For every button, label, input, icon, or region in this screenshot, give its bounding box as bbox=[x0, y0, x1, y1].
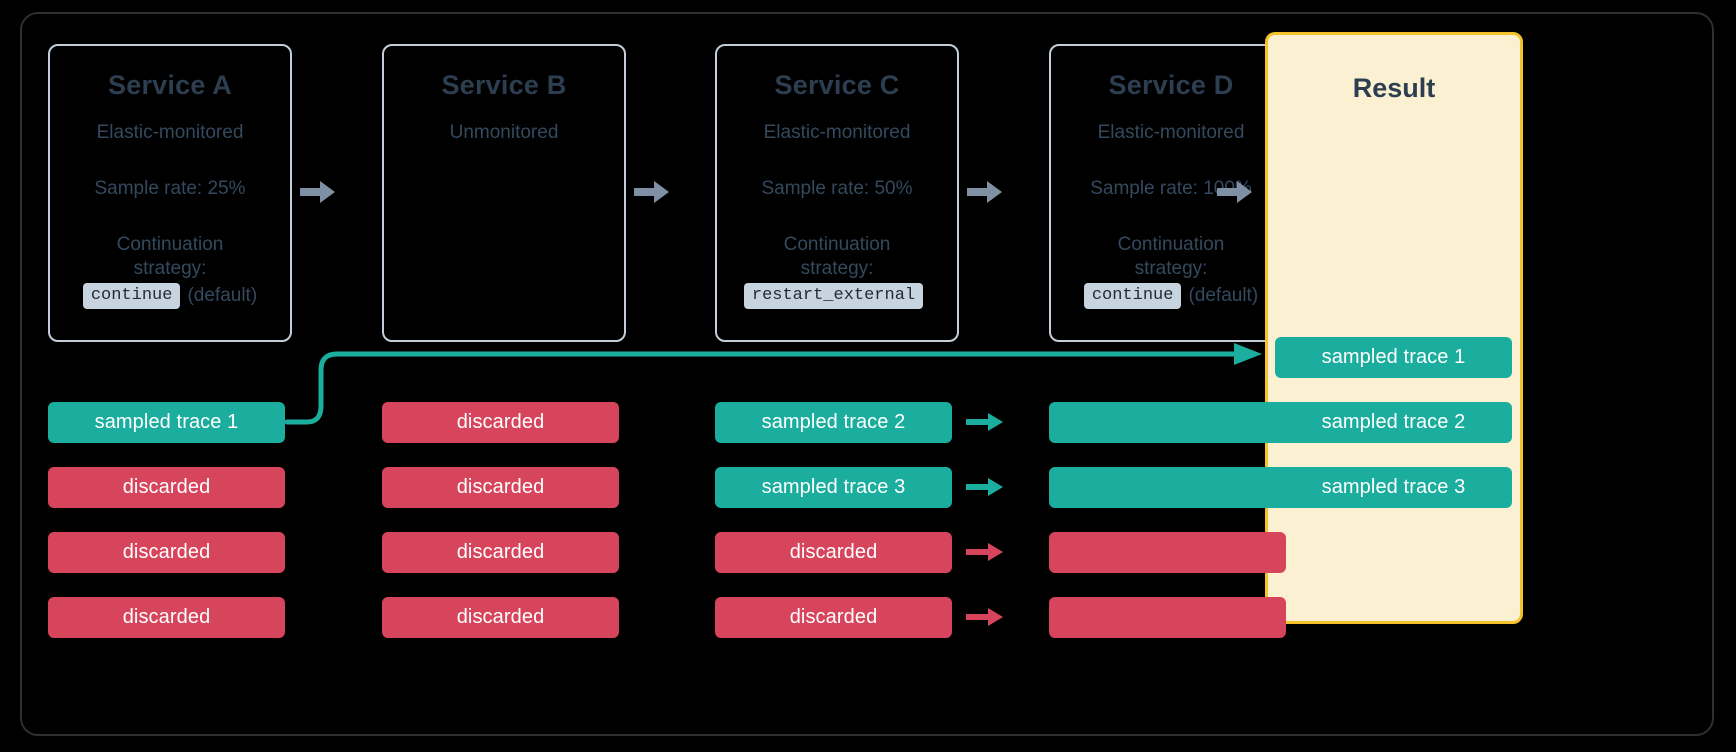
arrow-d2-to-result-icon bbox=[1218, 478, 1255, 496]
service-monitoring-status: Elastic-monitored bbox=[96, 122, 244, 143]
trace-block-c-1: sampled trace 2 bbox=[715, 402, 952, 443]
arrow-c1-to-d1-icon bbox=[966, 413, 1003, 431]
result-trace-block-3: sampled trace 3 bbox=[1275, 467, 1512, 508]
arrow-c4-to-d4-icon bbox=[966, 608, 1003, 626]
trace-block-b-4: discarded bbox=[382, 597, 619, 638]
arrow-b-to-c-icon bbox=[634, 181, 669, 203]
result-panel-title: Result bbox=[1352, 73, 1436, 103]
service-card-b: Service B Unmonitored bbox=[382, 44, 626, 342]
result-panel: Result bbox=[1265, 32, 1523, 624]
service-sample-rate: Sample rate: 25% bbox=[94, 178, 246, 199]
strategy-code-chip: continue bbox=[82, 283, 181, 309]
arrow-c-to-d-icon bbox=[967, 181, 1002, 203]
trace-block-a-3: discarded bbox=[48, 532, 285, 573]
trace-block-c-4: discarded bbox=[715, 597, 952, 638]
service-strategy-row: restart_external bbox=[717, 283, 957, 309]
service-strategy-label-line2: strategy: bbox=[133, 258, 207, 279]
arrow-c3-to-d3-icon bbox=[966, 543, 1003, 561]
service-strategy-label-line1: Continuation bbox=[1117, 234, 1225, 255]
strategy-code-chip: continue bbox=[1083, 283, 1182, 309]
service-strategy-label-line2: strategy: bbox=[800, 258, 874, 279]
diagram-frame: Service A Elastic-monitored Sample rate:… bbox=[20, 12, 1714, 736]
service-strategy-label-line1: Continuation bbox=[116, 234, 224, 255]
trace-block-d-4 bbox=[1049, 597, 1286, 638]
service-sample-rate: Sample rate: 100% bbox=[1090, 178, 1252, 199]
trace-block-b-1: discarded bbox=[382, 402, 619, 443]
strategy-default-note: (default) bbox=[1188, 285, 1259, 306]
trace-block-c-3: discarded bbox=[715, 532, 952, 573]
service-title: Service A bbox=[108, 70, 232, 100]
service-card-a: Service A Elastic-monitored Sample rate:… bbox=[48, 44, 292, 342]
strategy-code-chip: restart_external bbox=[743, 283, 924, 309]
service-card-d: Service D Elastic-monitored Sample rate:… bbox=[1049, 44, 1293, 342]
service-monitoring-status: Elastic-monitored bbox=[763, 122, 911, 143]
service-card-c: Service C Elastic-monitored Sample rate:… bbox=[715, 44, 959, 342]
result-trace-block-2: sampled trace 2 bbox=[1275, 402, 1512, 443]
service-title: Service D bbox=[1108, 70, 1234, 100]
trace-block-d-3 bbox=[1049, 532, 1286, 573]
arrow-d-to-result-icon bbox=[1217, 181, 1252, 203]
service-sample-rate: Sample rate: 50% bbox=[761, 178, 913, 199]
trace-block-a-1: sampled trace 1 bbox=[48, 402, 285, 443]
service-monitoring-status: Unmonitored bbox=[449, 122, 559, 143]
service-strategy-label-line2: strategy: bbox=[1134, 258, 1208, 279]
service-title: Service C bbox=[774, 70, 900, 100]
service-strategy-label-line1: Continuation bbox=[783, 234, 891, 255]
service-title: Service B bbox=[441, 70, 567, 100]
trace-block-b-2: discarded bbox=[382, 467, 619, 508]
result-trace-block-1: sampled trace 1 bbox=[1275, 337, 1512, 378]
arrow-d1-to-result-icon bbox=[1218, 413, 1255, 431]
strategy-default-note: (default) bbox=[187, 285, 258, 306]
arrow-c2-to-d2-icon bbox=[966, 478, 1003, 496]
trace-block-a-2: discarded bbox=[48, 467, 285, 508]
service-strategy-row: continue (default) bbox=[50, 283, 290, 309]
trace-block-c-2: sampled trace 3 bbox=[715, 467, 952, 508]
arrow-a-to-b-icon bbox=[300, 181, 335, 203]
service-strategy-row: continue (default) bbox=[1051, 283, 1291, 309]
trace-block-b-3: discarded bbox=[382, 532, 619, 573]
service-monitoring-status: Elastic-monitored bbox=[1097, 122, 1245, 143]
trace-block-a-4: discarded bbox=[48, 597, 285, 638]
